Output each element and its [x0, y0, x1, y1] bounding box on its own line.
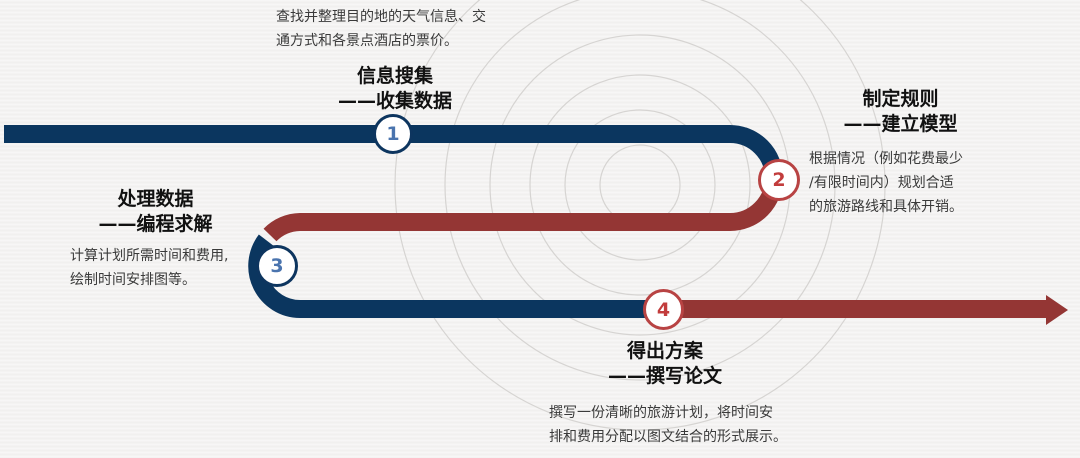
step-3-description: 计算计划所需时间和费用, 绘制时间安排图等。	[70, 244, 228, 292]
step-2-subtitle: ——建立模型	[843, 113, 958, 135]
step-1-description-line: 查找并整理目的地的天气信息、交	[276, 9, 486, 25]
step-1-description: 查找并整理目的地的天气信息、交 通方式和各景点酒店的票价。	[276, 5, 486, 53]
step-4-title: 得出方案	[626, 340, 703, 362]
step-4-description-line: 撰写一份清晰的旅游计划，将时间安	[549, 405, 773, 421]
step-3-badge: 3	[256, 245, 298, 287]
step-2-title: 制定规则	[862, 88, 939, 110]
step-1-subtitle: ——收集数据	[337, 90, 452, 112]
step-3-title: 处理数据	[117, 188, 194, 210]
step-4-description: 撰写一份清晰的旅游计划，将时间安 排和费用分配以图文结合的形式展示。	[549, 401, 787, 449]
arrow-right-icon	[1046, 295, 1068, 325]
step-4-badge: 4	[643, 289, 684, 330]
step-3-description-line: 计算计划所需时间和费用,	[70, 248, 229, 264]
step-1-heading: 信息搜集 ——收集数据	[330, 64, 460, 114]
step-3-description-line: 绘制时间安排图等。	[70, 272, 196, 288]
step-3-subtitle: ——编程求解	[98, 213, 213, 235]
step-2-description-line: 根据情况（例如花费最少	[809, 151, 963, 167]
middle-maroon-line	[263, 177, 783, 242]
step-2-badge: 2	[758, 159, 800, 201]
step-2-heading: 制定规则 ——建立模型	[833, 87, 968, 137]
step-1-title: 信息搜集	[356, 65, 433, 87]
step-2-description-line: /有限时间内）规划合适	[809, 175, 954, 191]
step-4-description-line: 排和费用分配以图文结合的形式展示。	[549, 429, 787, 445]
step-1-description-line: 通方式和各景点酒店的票价。	[276, 33, 458, 49]
step-4-heading: 得出方案 ——撰写论文	[595, 339, 735, 389]
step-3-heading: 处理数据 ——编程求解	[88, 187, 223, 237]
step-2-description-line: 的旅游路线和具体开销。	[809, 199, 963, 215]
background-concentric-arcs	[394, 0, 886, 431]
step-1-badge: 1	[373, 114, 413, 154]
step-2-description: 根据情况（例如花费最少 /有限时间内）规划合适 的旅游路线和具体开销。	[809, 147, 963, 219]
bottom-navy-line	[248, 234, 650, 318]
step-4-subtitle: ——撰写论文	[607, 365, 722, 387]
